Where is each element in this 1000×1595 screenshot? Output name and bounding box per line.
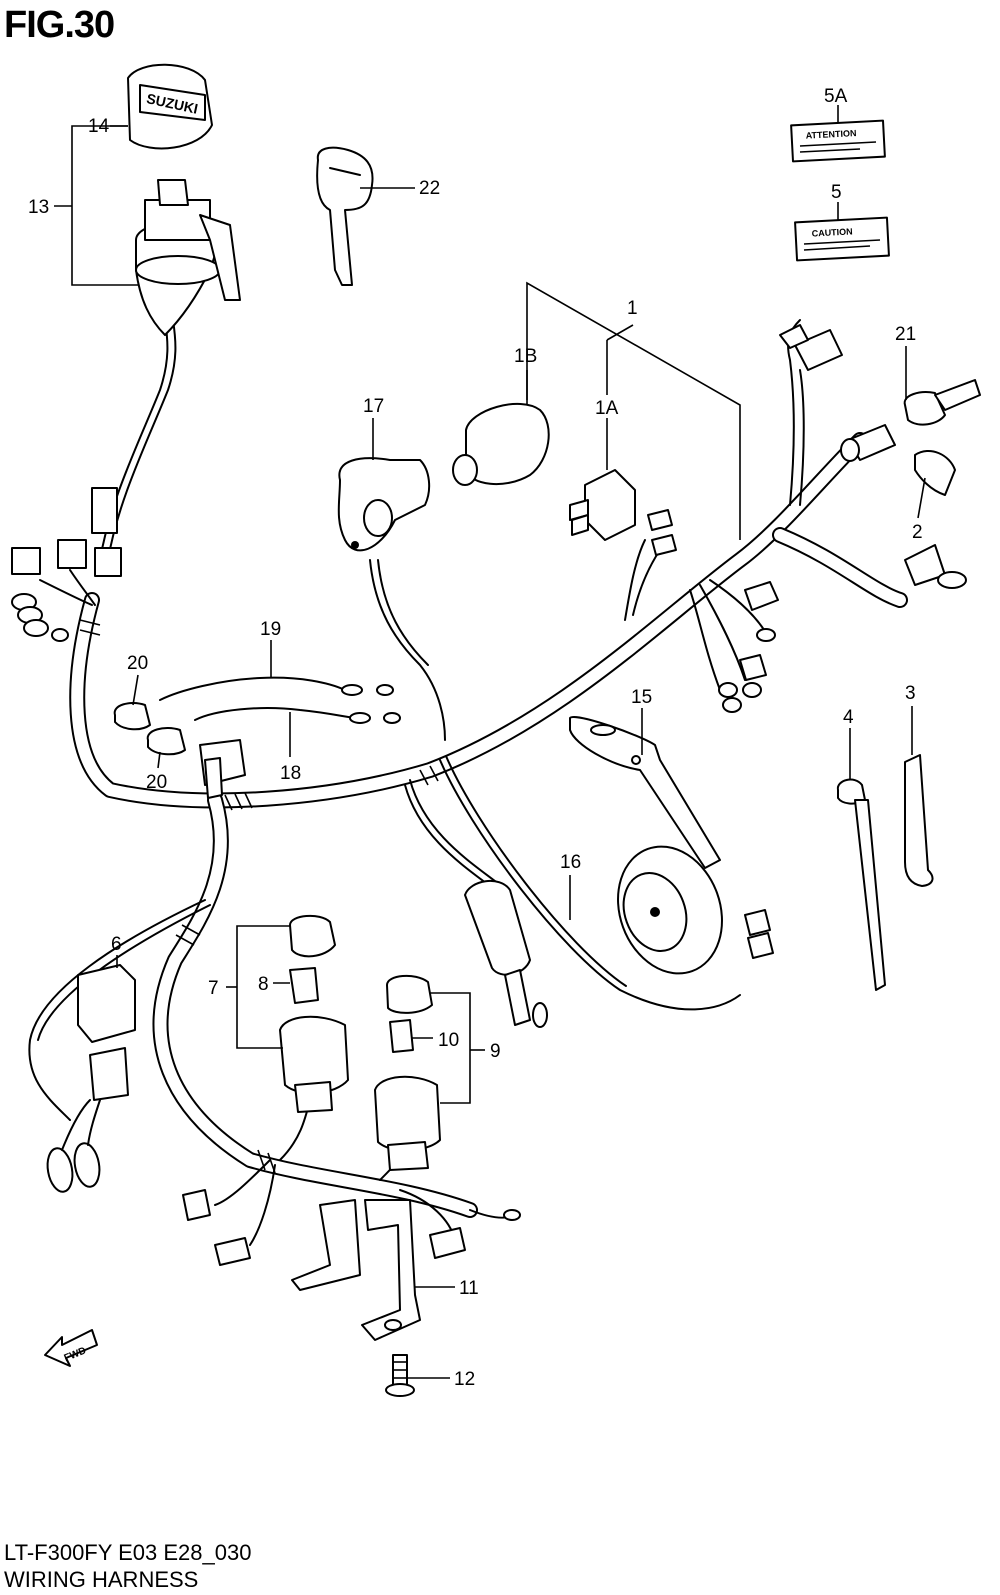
bolt-12 — [385, 1354, 415, 1397]
callout-5: 5 — [831, 182, 842, 203]
callout-6: 6 — [111, 934, 122, 955]
attention-label-text: ATTENTION — [805, 128, 856, 141]
mid-right-connectors — [647, 509, 779, 713]
parts-2-21 — [779, 324, 981, 589]
figure-name: WIRING HARNESS — [4, 1567, 199, 1592]
fuse-holders-7-10 — [279, 914, 441, 1171]
callout-17: 17 — [363, 396, 384, 417]
callout-1: 1 — [627, 298, 638, 319]
figure-title: FIG.30 — [4, 4, 115, 46]
callout-12: 12 — [454, 1369, 475, 1390]
callout-3: 3 — [905, 683, 916, 704]
callout-4: 4 — [843, 707, 854, 728]
key-part-22 — [316, 146, 374, 286]
figure-code: LT-F300FY E03 E28_030 — [4, 1540, 252, 1565]
bracket-11 — [182, 1189, 521, 1341]
part-17-handlebar-switch — [337, 457, 431, 552]
callout-13: 13 — [28, 197, 49, 218]
switch-near-16 — [464, 879, 548, 1028]
callout-5a: 5A — [824, 86, 848, 107]
callout-9: 9 — [490, 1041, 501, 1062]
callout-14: 14 — [88, 116, 110, 137]
callout-1b: 1B — [514, 346, 537, 367]
callout-11: 11 — [459, 1278, 479, 1299]
callout-1a: 1A — [595, 398, 619, 419]
callout-2: 2 — [912, 522, 923, 543]
left-connector-cluster — [11, 487, 122, 642]
callout-15: 15 — [631, 687, 652, 708]
parts-18-19-20 — [113, 676, 401, 799]
callout-numbers: 14 13 22 5A 5 1 1B 1A 17 21 2 19 20 20 1… — [28, 86, 923, 1390]
callout-10: 10 — [438, 1030, 459, 1051]
callout-7: 7 — [208, 978, 219, 999]
main-wiring-harness — [28, 319, 908, 1246]
callout-19: 19 — [260, 619, 281, 640]
horn-and-bracket — [569, 716, 774, 975]
callout-21: 21 — [895, 324, 916, 345]
part-1a-relay — [569, 469, 636, 541]
part-6-relay — [46, 964, 136, 1193]
caution-label-text: CAUTION — [811, 226, 852, 238]
part-1b-resistor — [452, 402, 550, 486]
callout-16: 16 — [560, 852, 581, 873]
leader-lines — [54, 105, 926, 1379]
callout-8: 8 — [258, 974, 269, 995]
callout-18: 18 — [280, 763, 301, 784]
ignition-switch-assembly: SUZUKI — [127, 63, 241, 336]
labels-5-5a: ATTENTION CAUTION — [790, 119, 890, 262]
forward-direction-arrow: FWD — [44, 1329, 98, 1367]
callout-22: 22 — [419, 178, 440, 199]
callout-20-upper: 20 — [127, 653, 148, 674]
parts-3-4 — [836, 754, 934, 991]
callout-20-lower: 20 — [146, 772, 167, 793]
